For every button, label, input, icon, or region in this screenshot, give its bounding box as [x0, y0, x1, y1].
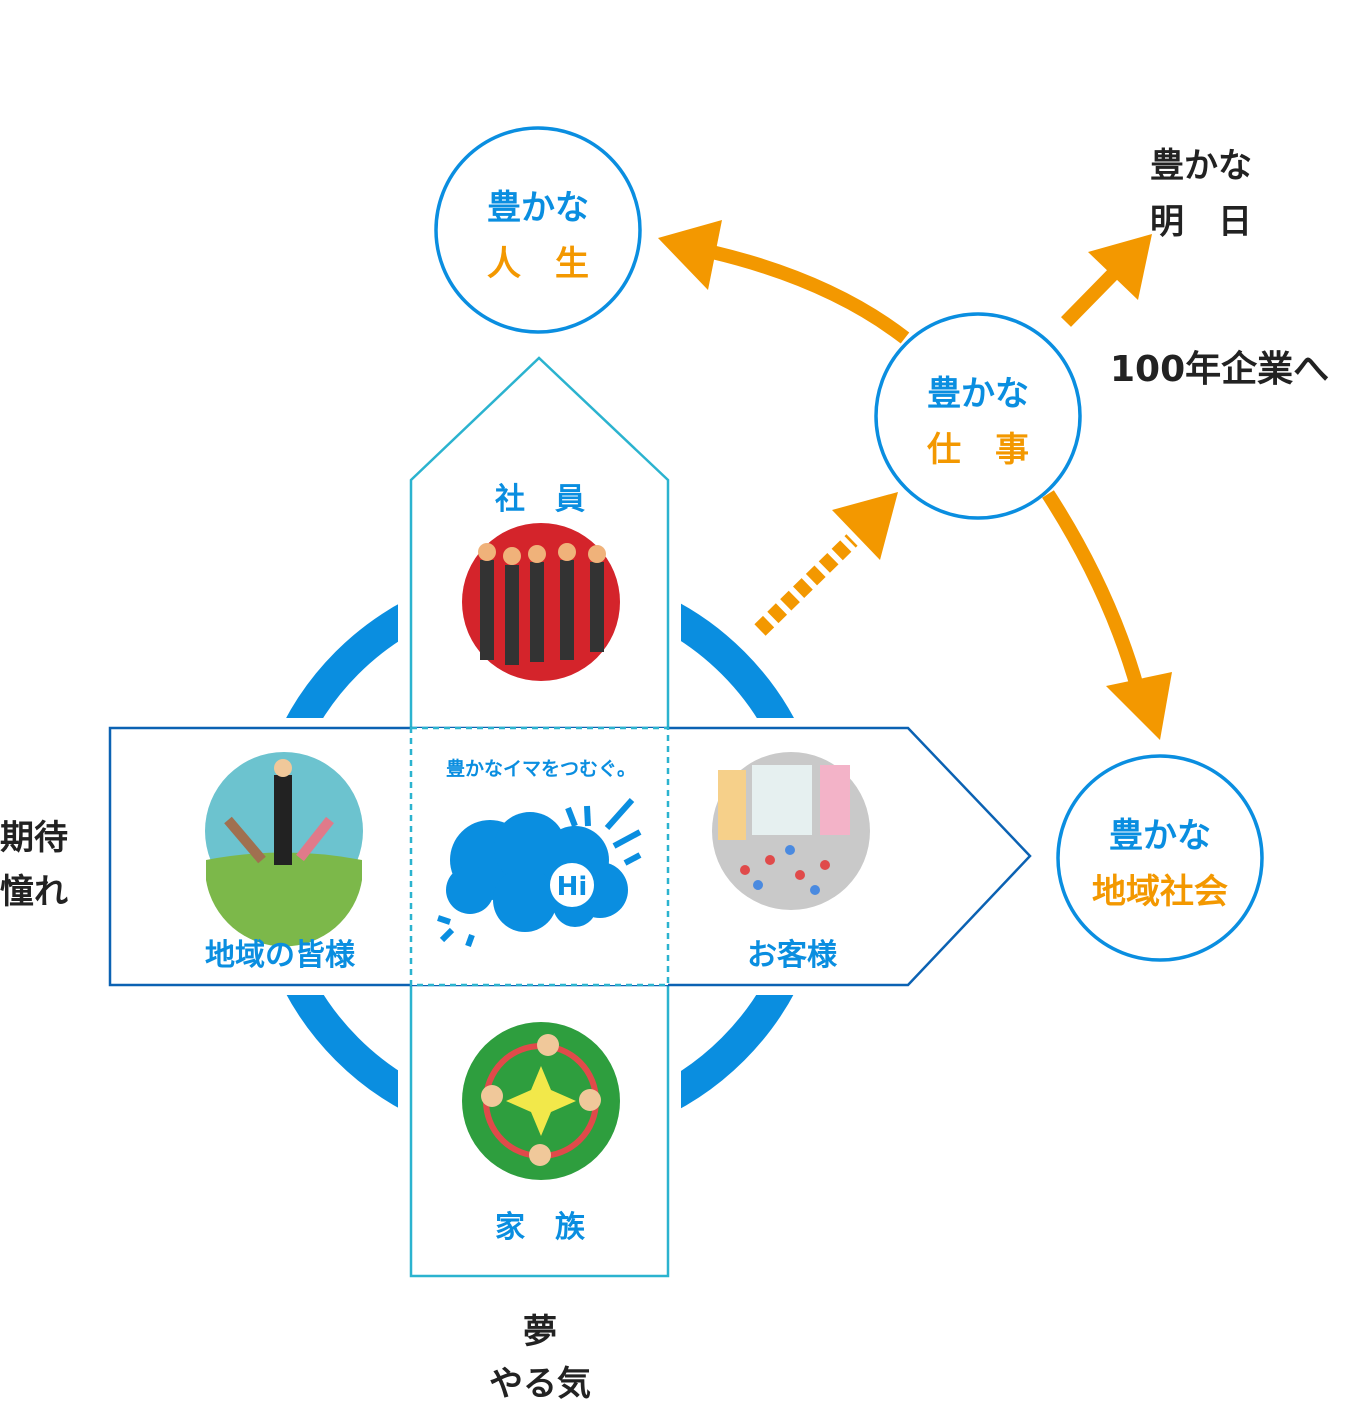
left-label-line1: 期待 — [0, 818, 68, 858]
locals-illustration — [205, 752, 363, 947]
bottom-label-line2: やる気 — [489, 1364, 591, 1404]
label-employees: 社 員 — [495, 482, 585, 517]
label-family: 家 族 — [495, 1210, 585, 1245]
label-locals: 地域の皆様 — [205, 938, 355, 973]
goal-work-line2: 仕 事 — [927, 430, 1029, 470]
goal-circle-community — [1056, 754, 1264, 962]
dashed-arrow-to-work — [754, 534, 858, 636]
arrow-work-to-life — [710, 245, 910, 344]
goal-work-line1: 豊かな — [927, 374, 1029, 414]
arrow-to-tomorrow — [1061, 267, 1120, 327]
goal-tomorrow-line1: 豊かな — [1150, 146, 1252, 186]
goal-circle-work — [874, 312, 1082, 520]
employees-illustration — [462, 523, 620, 681]
goal-community-line2: 地域社会 — [1092, 872, 1228, 912]
family-illustration — [462, 1022, 620, 1180]
goal-circle-life — [434, 126, 642, 334]
svg-text:Hi: Hi — [557, 872, 588, 902]
arrow-work-to-community — [1042, 490, 1145, 692]
century-company-label: 100年企業へ — [1110, 349, 1330, 390]
hi-cloud-logo: Hi — [437, 798, 642, 948]
customers-illustration — [712, 752, 870, 910]
left-label-line2: 憧れ — [0, 872, 68, 912]
goal-community-line1: 豊かな — [1109, 816, 1211, 856]
center-slogan: 豊かなイマをつむぐ。 — [445, 758, 636, 780]
goal-life-line1: 豊かな — [487, 188, 589, 228]
bottom-label-line1: 夢 — [523, 1312, 557, 1352]
goal-tomorrow-line2: 明 日 — [1150, 202, 1252, 242]
label-customers: お客様 — [747, 938, 837, 973]
goal-life-line2: 人 生 — [487, 244, 589, 284]
